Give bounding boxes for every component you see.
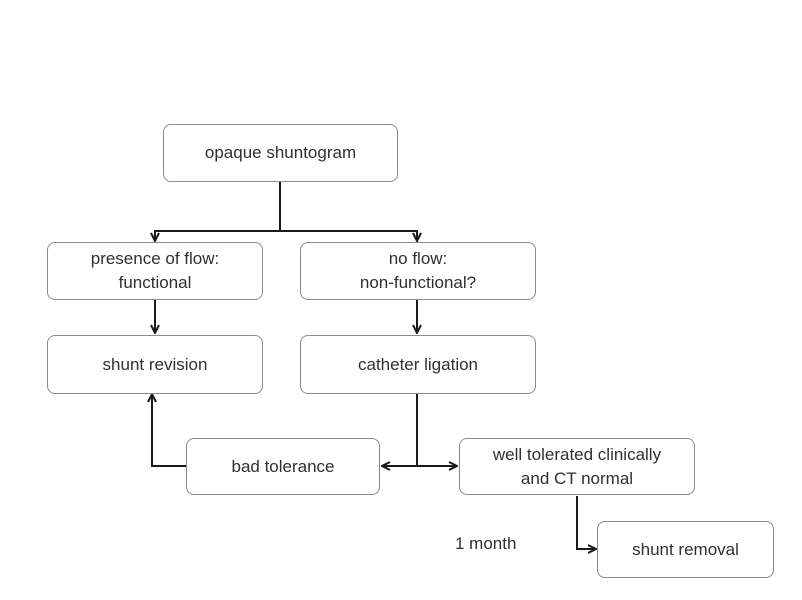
node-shunt-removal-label: shunt removal [632,539,739,559]
arrow-bad-tolerance-to-shunt-revision [152,394,187,467]
node-shunt-revision-label: shunt revision [102,354,208,374]
node-opaque-shuntogram-label: opaque shuntogram [204,143,357,162]
arrow-to-no-flow [280,230,417,241]
arrow-to-presence-of-flow [155,230,280,241]
node-presence-of-flow: presence of flow: functional [47,242,263,300]
node-shunt-revision: shunt revision [47,335,263,394]
node-no-flow: no flow: non-functional? [300,242,536,300]
node-bad-tolerance: bad tolerance [186,438,380,495]
node-catheter-ligation-label: catheter ligation [357,354,479,374]
node-well-tolerated-label: well tolerated clinically and CT normal [492,444,662,488]
arrow-to-shunt-removal [576,496,596,549]
annotation-one-month: 1 month [455,534,517,553]
node-well-tolerated: well tolerated clinically and CT normal [459,438,695,495]
node-presence-of-flow-label: presence of flow: functional [90,249,220,292]
node-bad-tolerance-label: bad tolerance [231,456,335,476]
node-shunt-removal: shunt removal [597,521,774,578]
node-catheter-ligation: catheter ligation [300,335,536,394]
node-no-flow-label: no flow: non-functional? [359,249,477,292]
node-opaque-shuntogram: opaque shuntogram [163,124,398,182]
